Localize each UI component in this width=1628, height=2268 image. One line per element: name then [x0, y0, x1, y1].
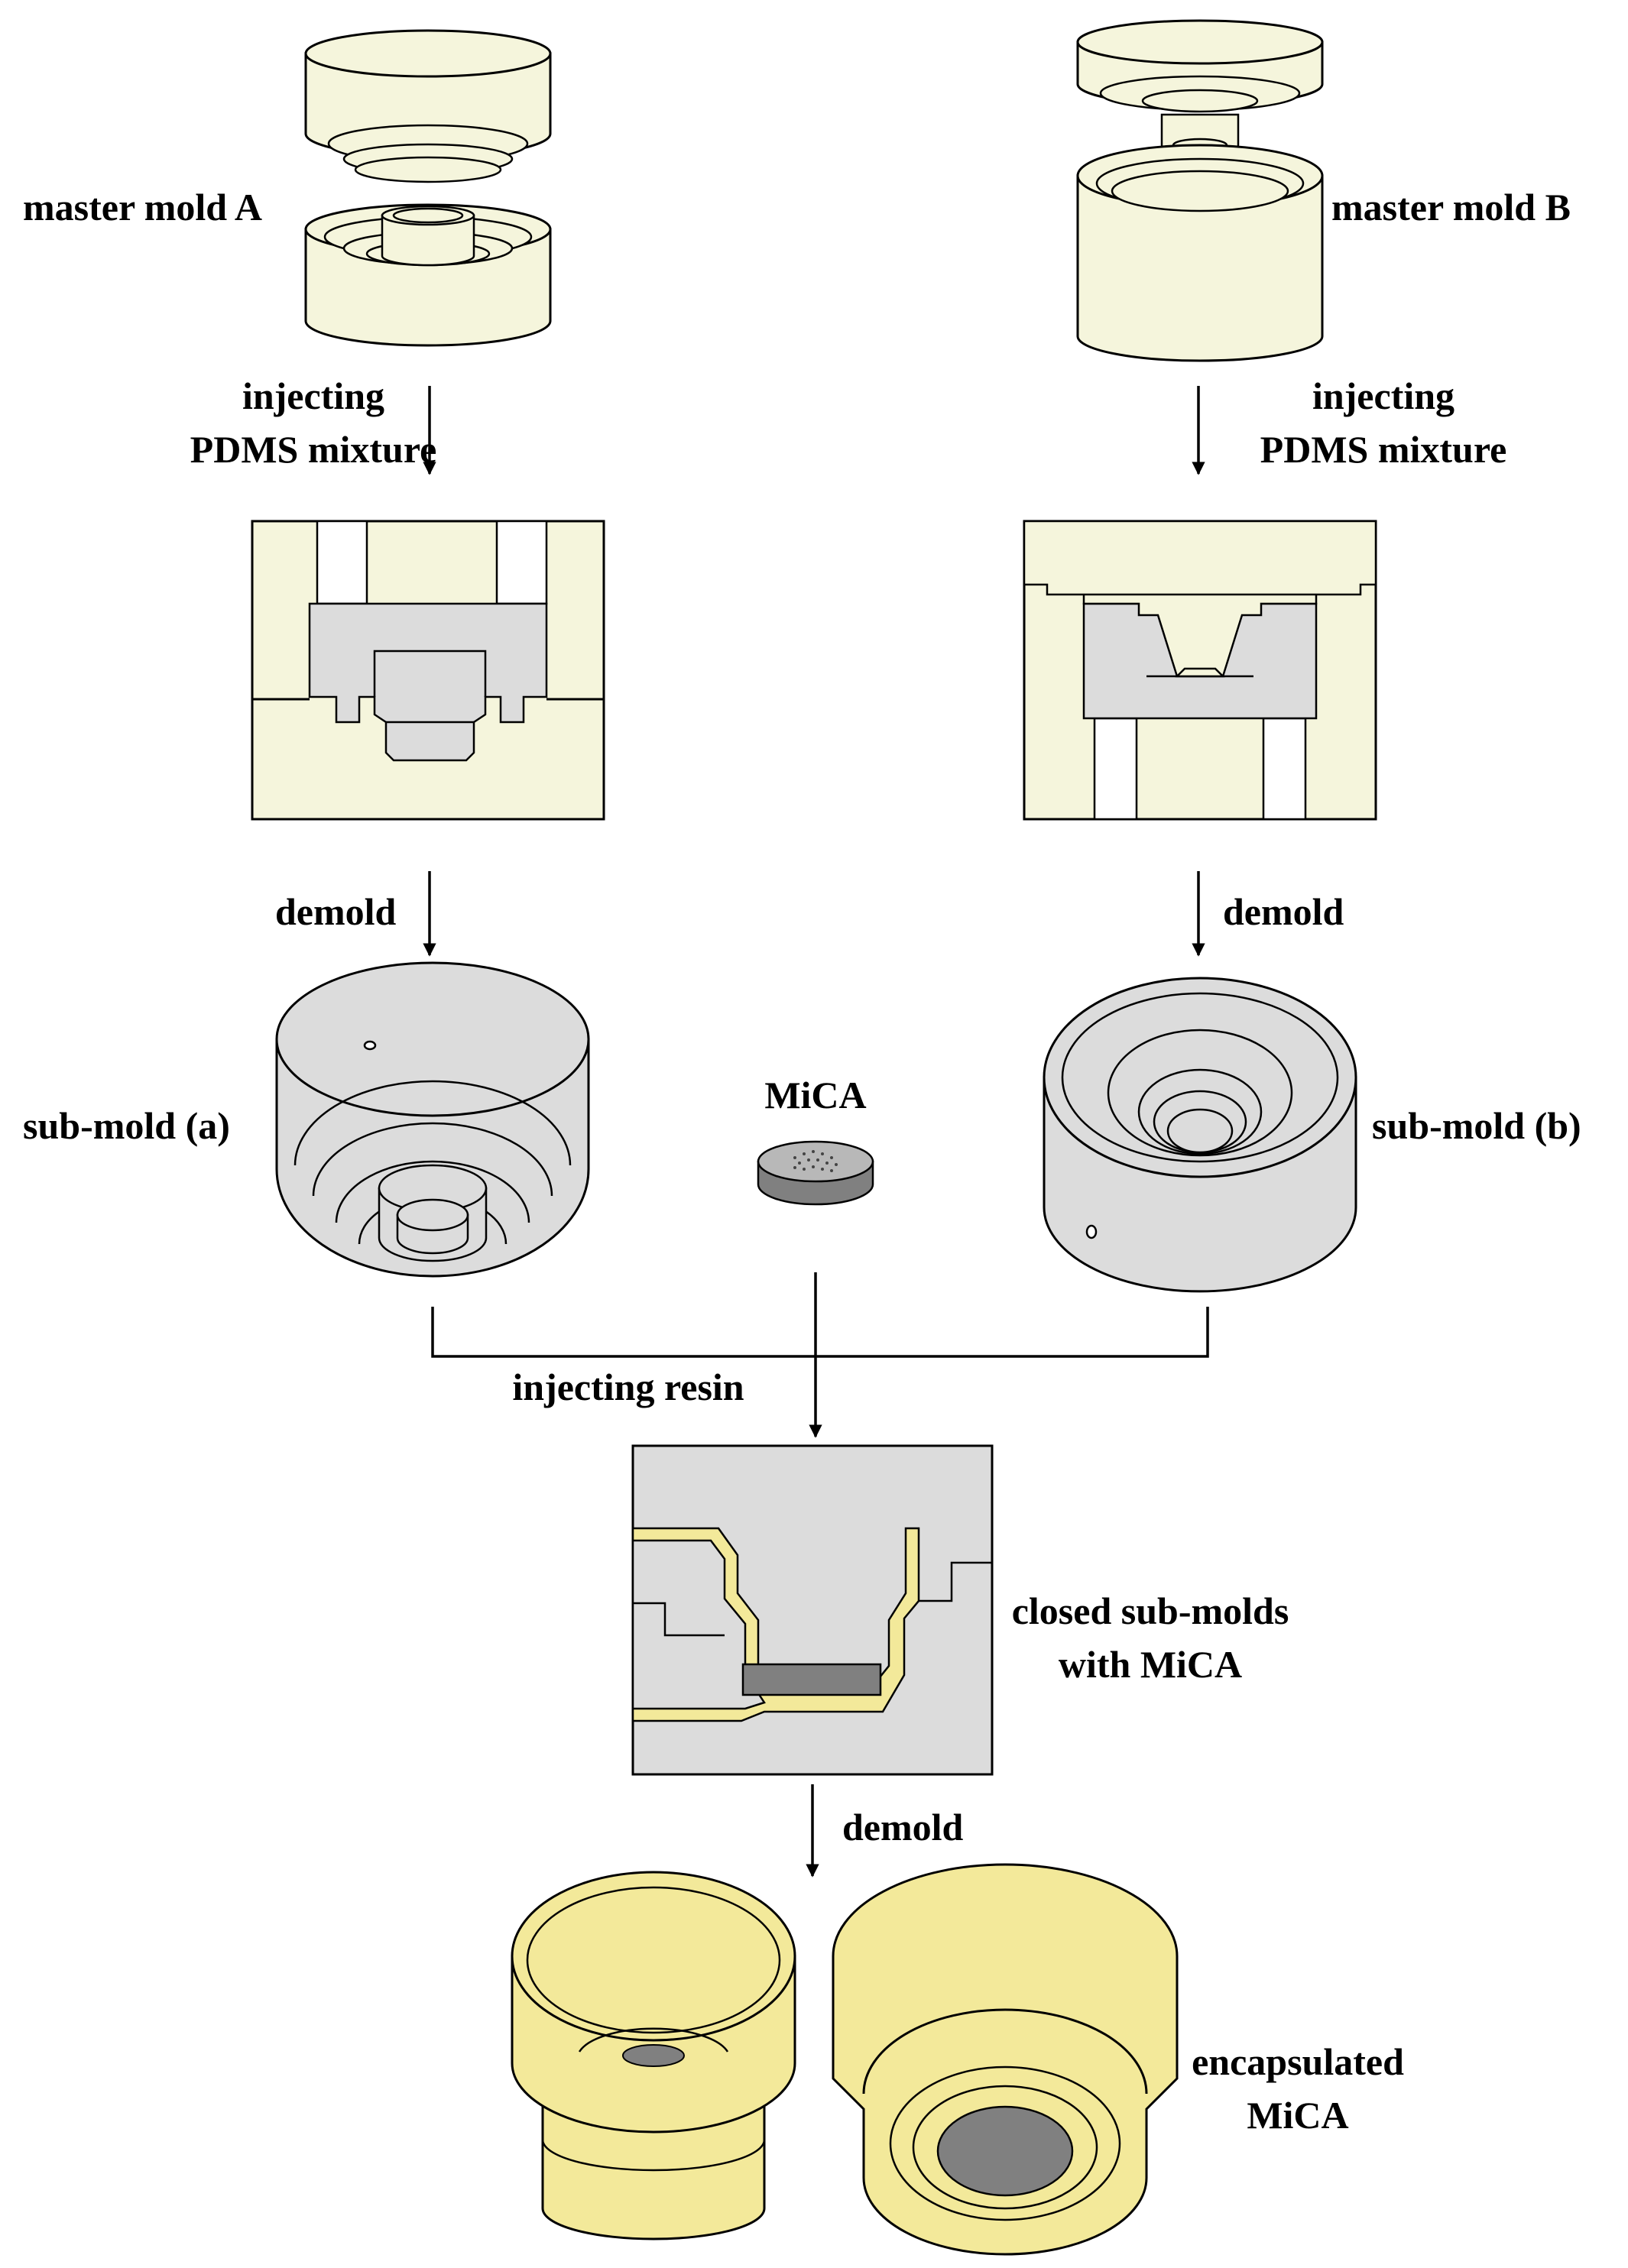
encapsulated-line1: encapsulated	[1192, 2040, 1404, 2083]
injecting-resin-label: injecting resin	[512, 1366, 744, 1408]
closed-sub-molds	[631, 1444, 994, 1776]
cross-section-a	[251, 520, 605, 821]
master-mold-a-label: master mold A	[23, 186, 262, 228]
inject-pdms-a-line2: PDMS mixture	[190, 428, 437, 471]
inject-pdms-a-line1: injecting	[242, 374, 384, 417]
mica-label: MiCA	[764, 1074, 866, 1116]
encapsulated-mica-cup	[511, 1871, 796, 2240]
encapsulated-mica-bottom	[832, 1863, 1179, 2256]
encapsulated-line2: MiCA	[1247, 2094, 1348, 2137]
mica-disc	[757, 1140, 874, 1206]
demold-b-label: demold	[1223, 890, 1344, 933]
sub-mold-b-label: sub-mold (b)	[1372, 1104, 1581, 1147]
closed-sub-molds-line1: closed sub-molds	[1012, 1589, 1289, 1632]
cross-section-b	[1023, 520, 1377, 821]
sub-mold-b	[1043, 977, 1357, 1293]
closed-sub-molds-line2: with MiCA	[1059, 1643, 1242, 1686]
inject-pdms-b-line2: PDMS mixture	[1260, 428, 1507, 471]
master-mold-a	[304, 29, 552, 347]
sub-mold-a	[275, 961, 590, 1278]
join-lines	[431, 1272, 1209, 1438]
demold-final-label: demold	[842, 1806, 964, 1848]
sub-mold-a-label: sub-mold (a)	[23, 1104, 230, 1147]
master-mold-b-label: master mold B	[1331, 186, 1571, 228]
master-mold-b	[1076, 19, 1324, 362]
inject-pdms-b-line1: injecting	[1312, 374, 1454, 417]
demold-a-label: demold	[275, 890, 397, 933]
